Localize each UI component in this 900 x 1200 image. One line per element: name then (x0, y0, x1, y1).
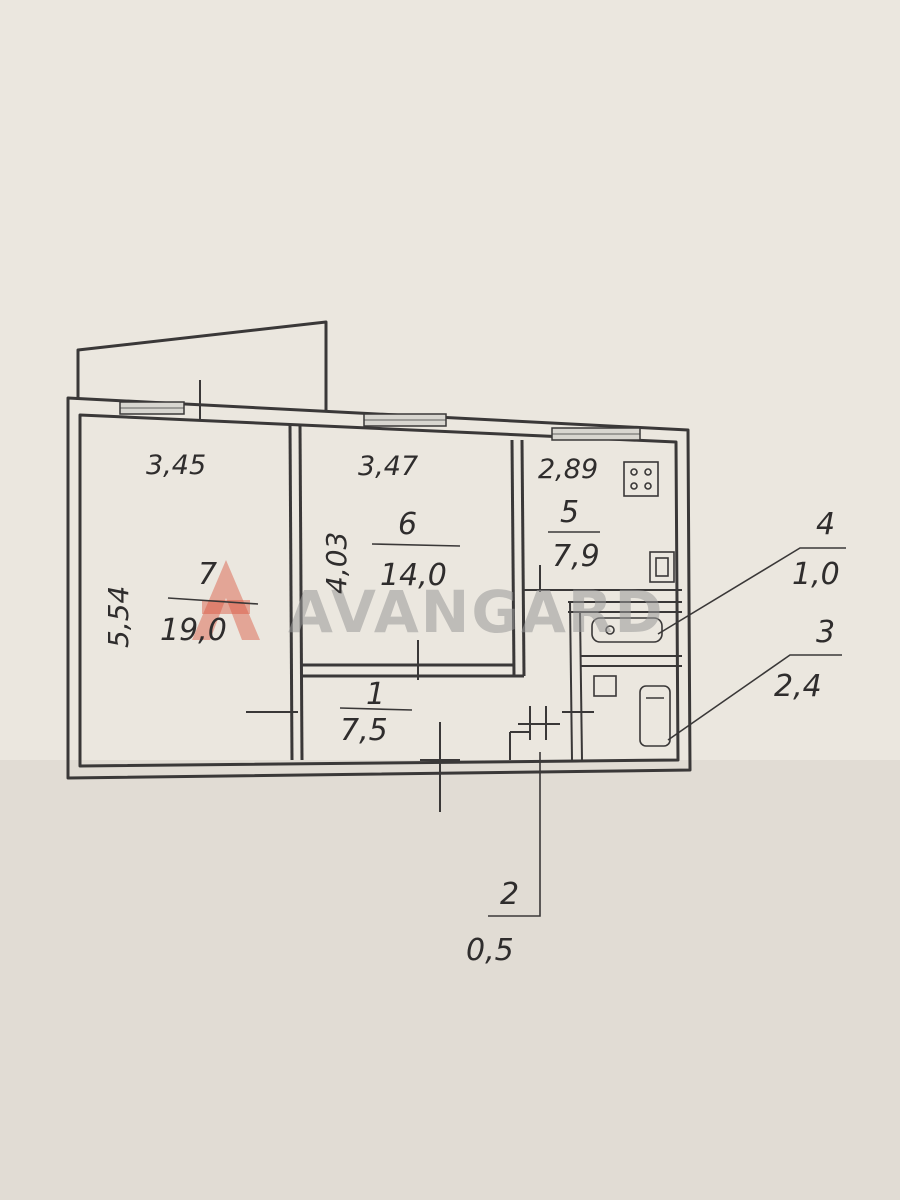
room-6-number: 6 (398, 507, 417, 542)
room-5-number: 5 (560, 495, 579, 530)
leader-room-4 (657, 547, 846, 635)
room-4-area: 1,0 (792, 557, 840, 592)
partition-room-7-6 (288, 424, 304, 761)
door-marks (246, 640, 594, 812)
room-2-number: 2 (500, 877, 519, 912)
room-7-number: 7 (198, 557, 217, 592)
window-room-7 (119, 401, 185, 415)
bathtub-icon (639, 685, 671, 747)
partition-corridor-stub (509, 565, 682, 760)
room-2-area: 0,5 (466, 933, 514, 968)
room-6-width: 3,47 (358, 451, 418, 482)
partition-bath-block (568, 601, 682, 761)
watermark-logo-icon (192, 560, 260, 640)
room-4-number: 4 (816, 507, 835, 542)
stove-icon (623, 461, 659, 497)
room-3-area: 2,4 (774, 669, 822, 704)
room-7-depth: 5,54 (102, 586, 135, 648)
window-room-5 (551, 427, 641, 441)
window-room-6 (363, 413, 447, 427)
room-5-width: 2,89 (538, 454, 598, 485)
room-6-fraction-line (371, 543, 461, 547)
room-1-number: 1 (366, 677, 385, 712)
room-1-area: 7,5 (340, 713, 388, 748)
room-7-area: 19,0 (160, 613, 227, 648)
leader-room-2 (488, 752, 541, 917)
room-3-number: 3 (816, 615, 835, 650)
watermark-text: AVANGARD (288, 578, 665, 646)
kitchen-sink-icon (649, 551, 675, 583)
room-1-fraction-line (339, 707, 413, 711)
room-5-area: 7,9 (552, 539, 600, 574)
balcony-outline (76, 320, 328, 420)
watermark: AVANGARD (192, 560, 665, 646)
room-7-fraction-line (167, 597, 259, 605)
toilet-icon (593, 675, 617, 697)
partition-room-6-hall (302, 663, 524, 678)
room-6-depth: 4,03 (320, 532, 353, 594)
outer-walls (66, 396, 692, 780)
paper-shadow (0, 760, 900, 1200)
room-6-area: 14,0 (380, 558, 447, 593)
leader-room-3 (667, 654, 842, 741)
partition-room-6-5 (510, 439, 526, 677)
room-7-width: 3,45 (146, 450, 206, 481)
washbasin-icon (591, 617, 663, 643)
